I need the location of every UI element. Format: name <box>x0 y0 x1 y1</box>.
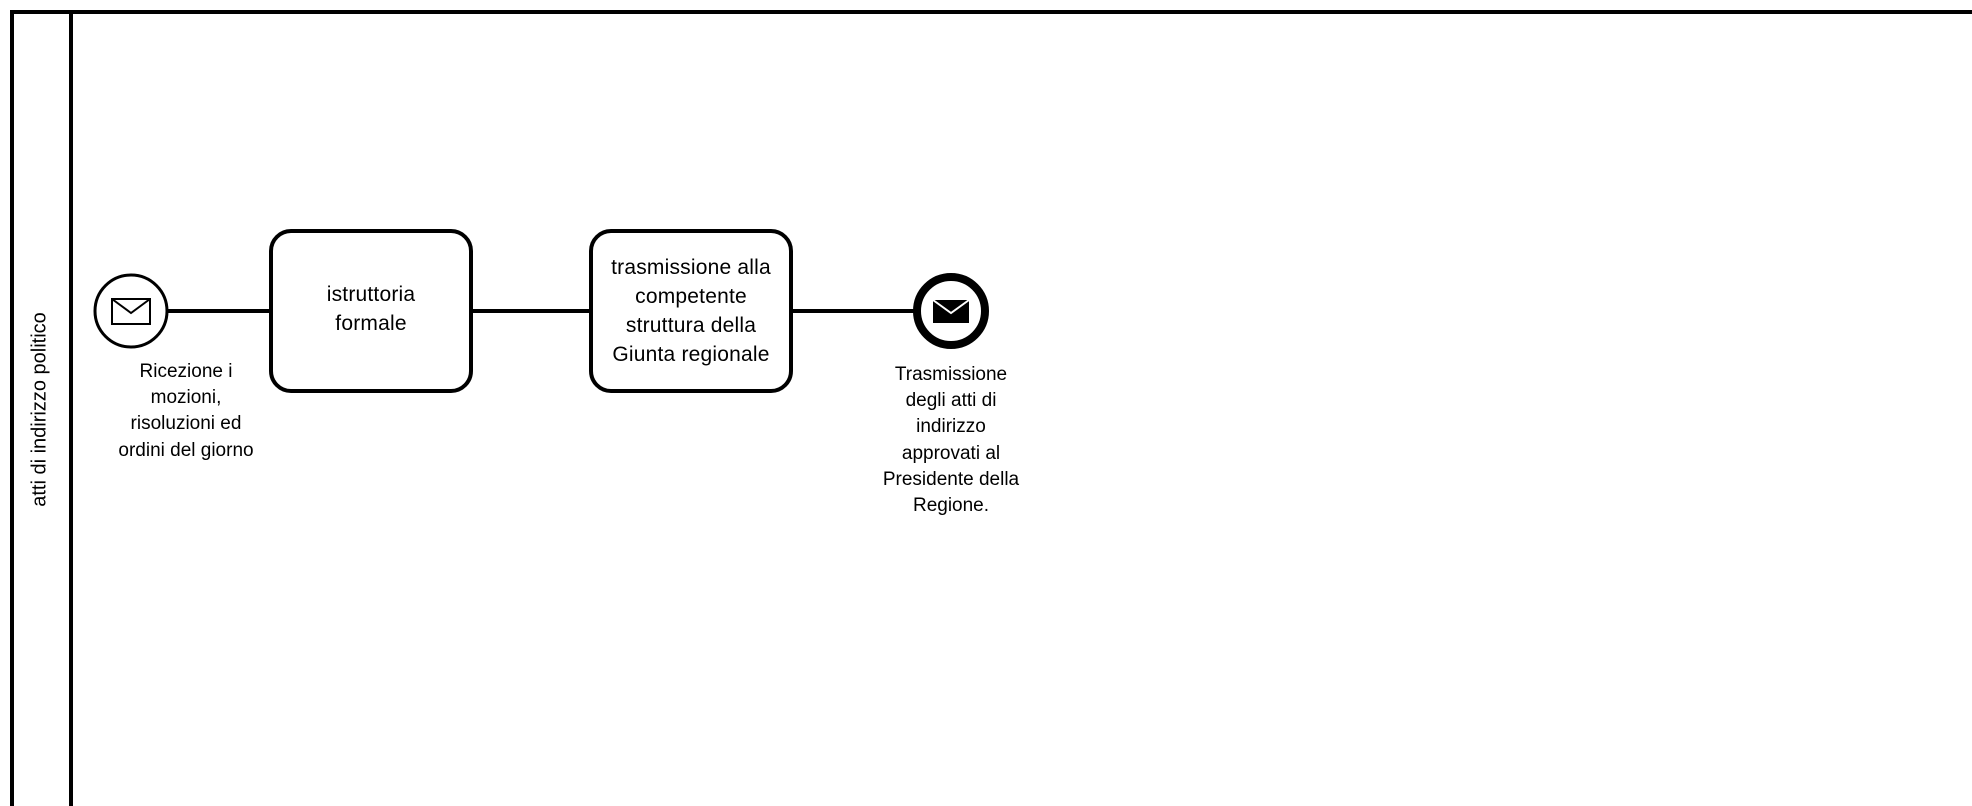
task-label-trasmissione: trasmissione alla competente struttura d… <box>611 256 771 366</box>
pool-border <box>10 10 1972 806</box>
lane-label: atti di indirizzo politico <box>28 312 51 507</box>
task-label-istruttoria: istruttoria formale <box>326 283 416 335</box>
message-start-event[interactable] <box>93 273 169 349</box>
start-event-label: Ricezione i mozioni, risoluzioni ed ordi… <box>118 361 254 461</box>
filled-envelope-icon <box>932 299 970 323</box>
task-trasmissione-giunta[interactable] <box>589 229 793 393</box>
envelope-icon <box>111 298 151 325</box>
message-end-event[interactable] <box>913 273 989 349</box>
task-istruttoria-formale[interactable] <box>269 229 473 393</box>
end-event-label: Trasmissione degli atti di indirizzo app… <box>882 364 1020 517</box>
